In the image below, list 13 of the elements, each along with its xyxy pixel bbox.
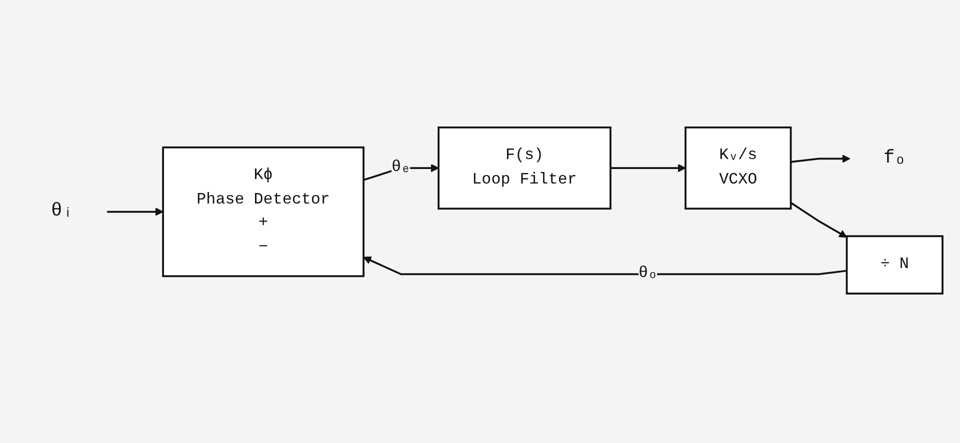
node-box: Kᵥ/s VCXO bbox=[684, 126, 792, 210]
arrow bbox=[363, 256, 847, 275]
arrow bbox=[790, 154, 850, 162]
node-box: Kϕ Phase Detector + − bbox=[162, 146, 364, 277]
node-box: F(s) Loop Filter bbox=[438, 126, 612, 210]
node-box: ÷ N bbox=[846, 234, 944, 294]
node-text: fₒ bbox=[883, 147, 906, 168]
edge-label: θₑ bbox=[392, 158, 411, 176]
edge-label: θₒ bbox=[638, 264, 658, 282]
arrow bbox=[610, 163, 686, 172]
node-text: θᵢ bbox=[51, 200, 74, 222]
arrow bbox=[790, 201, 848, 238]
arrow bbox=[107, 207, 164, 216]
